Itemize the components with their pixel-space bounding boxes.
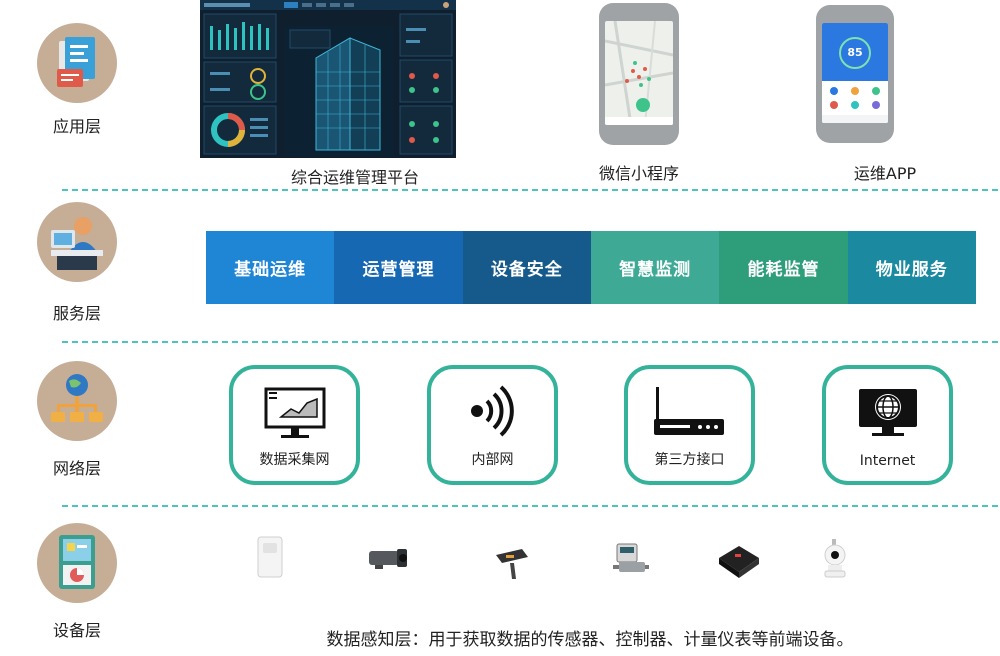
service-bar: 基础运维 运营管理 设备安全 智慧监测 能耗监管 物业服务 bbox=[206, 231, 976, 304]
divider-2 bbox=[62, 341, 998, 343]
network-internet-label: Internet bbox=[859, 453, 916, 469]
motion-sensor-icon bbox=[257, 536, 283, 578]
service-energy-supervision: 能耗监管 bbox=[719, 231, 848, 304]
service-layer-label: 服务层 bbox=[52, 304, 101, 323]
network-layer-label: 网络层 bbox=[52, 459, 101, 478]
network-internet: Internet bbox=[822, 365, 953, 485]
platform-caption: 综合运维管理平台 bbox=[290, 168, 419, 187]
dome-camera-icon bbox=[824, 539, 846, 578]
wireless-signal-icon bbox=[471, 385, 514, 437]
service-smart-monitoring: 智慧监测 bbox=[590, 231, 720, 304]
divider-3 bbox=[62, 505, 998, 507]
mini-program-caption: 微信小程序 bbox=[598, 164, 679, 183]
application-layer-icon bbox=[37, 23, 117, 103]
router-icon bbox=[654, 387, 724, 435]
app-score-gauge: 85 bbox=[839, 37, 871, 69]
service-property-services: 物业服务 bbox=[847, 231, 976, 304]
network-layer-icon bbox=[37, 361, 117, 441]
network-third-party: 第三方接口 bbox=[624, 365, 755, 485]
controller-box-icon bbox=[719, 546, 759, 578]
divider-1 bbox=[62, 189, 998, 191]
ops-app-phone: 85 bbox=[816, 5, 894, 143]
network-data-collection: 数据采集网 bbox=[229, 365, 360, 485]
network-internal-label: 内部网 bbox=[471, 452, 514, 468]
data-collection-monitor-icon bbox=[264, 387, 326, 438]
network-third-party-label: 第三方接口 bbox=[654, 452, 725, 468]
camera-icon bbox=[369, 549, 407, 569]
ops-app-screen: 85 bbox=[822, 23, 888, 123]
network-internal: 内部网 bbox=[427, 365, 558, 485]
mini-program-map-screen bbox=[605, 21, 673, 125]
internet-globe-monitor-icon bbox=[859, 389, 917, 436]
mini-program-phone bbox=[599, 3, 679, 145]
device-layer-label: 设备层 bbox=[52, 621, 101, 640]
device-layer-description: 数据感知层：用于获取数据的传感器、控制器、计量仪表等前端设备。 bbox=[326, 630, 854, 650]
application-layer-label: 应用层 bbox=[52, 117, 101, 136]
service-device-security: 设备安全 bbox=[462, 231, 591, 304]
device-layer-icon bbox=[37, 523, 117, 603]
service-operation-mgmt: 运营管理 bbox=[334, 231, 463, 304]
service-layer-icon bbox=[37, 202, 117, 282]
flow-meter-icon bbox=[496, 549, 528, 579]
platform-dashboard-screenshot bbox=[200, 0, 456, 158]
service-basic-ops: 基础运维 bbox=[206, 231, 335, 304]
gas-meter-icon bbox=[613, 543, 649, 572]
ops-app-caption: 运维APP bbox=[853, 164, 917, 183]
network-data-collection-label: 数据采集网 bbox=[259, 452, 330, 468]
